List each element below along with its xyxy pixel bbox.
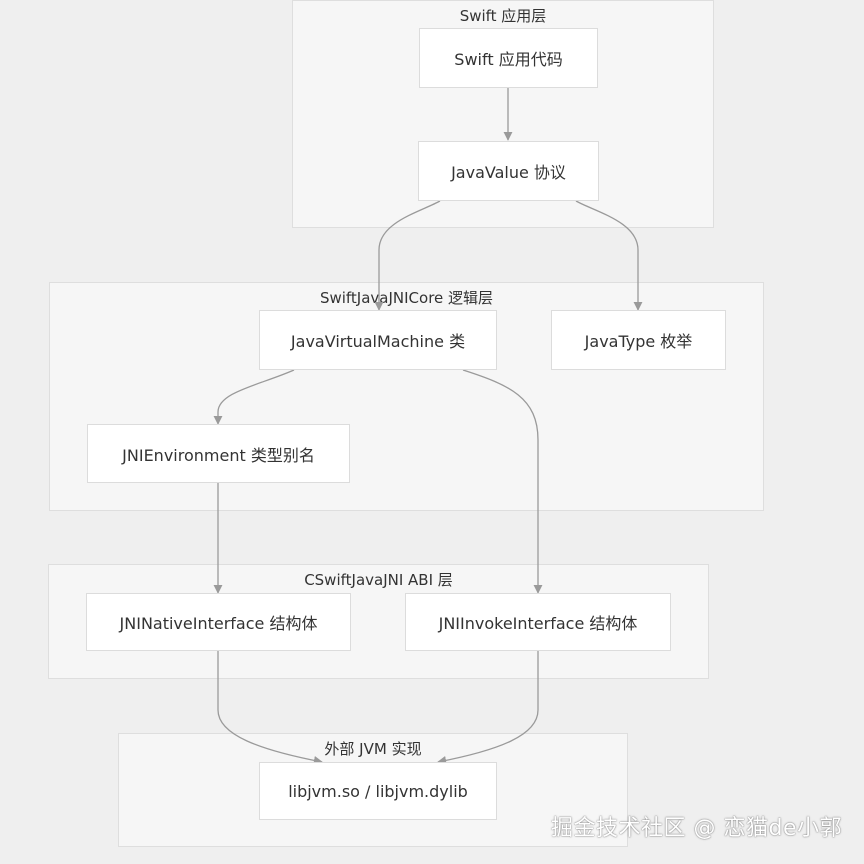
node-swift-app-code: Swift 应用代码: [419, 28, 598, 88]
node-label: JNINativeInterface 结构体: [119, 614, 318, 633]
node-label: JNIEnvironment 类型别名: [122, 445, 315, 465]
node-label: JavaValue 协议: [451, 163, 566, 182]
cluster-title: Swift 应用层: [459, 7, 547, 25]
watermark: 掘金技术社区 @ 恋猫de小郭: [551, 816, 842, 841]
cluster-title: SwiftJavaJNICore 逻辑层: [319, 289, 494, 307]
node-jni-environment-typealias: JNIEnvironment 类型别名: [87, 424, 350, 483]
node-java-virtual-machine-class: JavaVirtualMachine 类: [259, 310, 497, 370]
cluster-title: CSwiftJavaJNI ABI 层: [304, 571, 453, 589]
node-label: Swift 应用代码: [454, 50, 563, 69]
node-label: JNIInvokeInterface 结构体: [438, 614, 638, 633]
node-label: JavaVirtualMachine 类: [290, 332, 466, 351]
node-jni-native-interface-struct: JNINativeInterface 结构体: [86, 593, 351, 651]
node-java-value-protocol: JavaValue 协议: [418, 141, 599, 201]
node-label: libjvm.so / libjvm.dylib: [288, 781, 468, 801]
node-jni-invoke-interface-struct: JNIInvokeInterface 结构体: [405, 593, 671, 651]
node-libjvm: libjvm.so / libjvm.dylib: [259, 762, 497, 820]
node-java-type-enum: JavaType 枚举: [551, 310, 726, 370]
node-label: JavaType 枚举: [584, 332, 693, 351]
cluster-title: 外部 JVM 实现: [324, 740, 422, 758]
